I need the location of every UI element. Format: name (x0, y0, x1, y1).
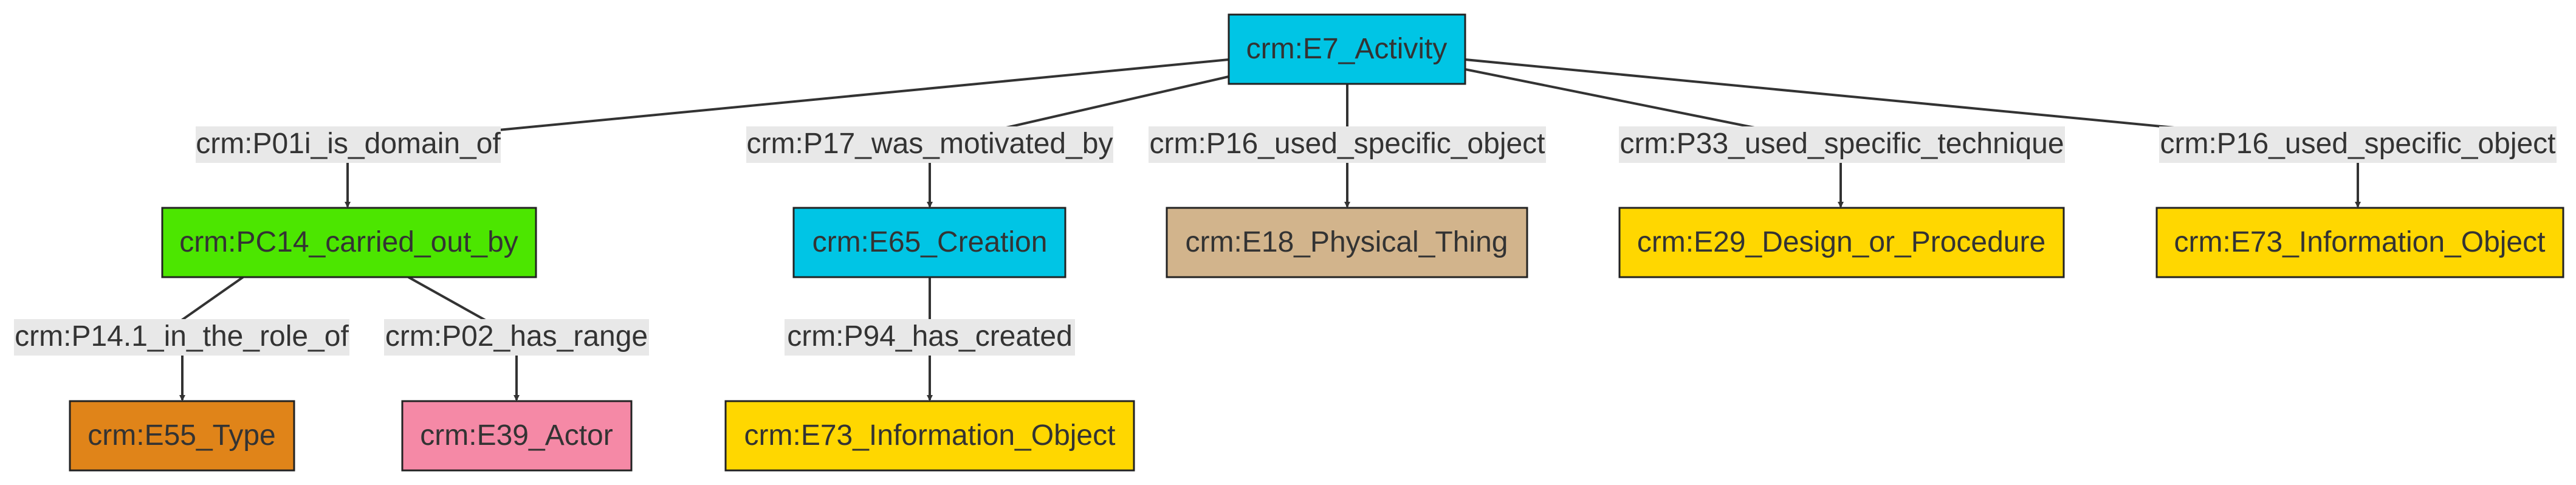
label-p14-1: crm:P14.1_in_the_role_of (15, 320, 349, 353)
node-type[interactable]: crm:E55_Type (69, 400, 295, 472)
node-creation[interactable]: crm:E65_Creation (792, 207, 1066, 278)
node-activity-label: crm:E7_Activity (1246, 33, 1448, 65)
label-p94: crm:P94_has_created (787, 320, 1073, 353)
node-pc14-label: crm:PC14_carried_out_by (179, 226, 518, 258)
node-physical-thing-label: crm:E18_Physical_Thing (1186, 226, 1508, 258)
label-p17: crm:P17_was_motivated_by (747, 128, 1113, 160)
label-p16a: crm:P16_used_specific_object (1149, 128, 1545, 160)
node-activity[interactable]: crm:E7_Activity (1228, 13, 1466, 85)
node-info-object-2-label: crm:E73_Information_Object (744, 419, 1116, 452)
node-info-object-2[interactable]: crm:E73_Information_Object (724, 400, 1135, 472)
node-pc14[interactable]: crm:PC14_carried_out_by (161, 207, 537, 278)
node-type-label: crm:E55_Type (88, 419, 275, 452)
node-actor-label: crm:E39_Actor (420, 419, 613, 452)
node-actor[interactable]: crm:E39_Actor (401, 400, 633, 472)
edge-labels: crm:P01i_is_domain_of crm:P17_was_motiva… (14, 126, 2557, 356)
node-design-label: crm:E29_Design_or_Procedure (1637, 226, 2045, 258)
node-physical-thing[interactable]: crm:E18_Physical_Thing (1166, 207, 1528, 278)
node-creation-label: crm:E65_Creation (812, 226, 1048, 258)
label-p02: crm:P02_has_range (385, 320, 648, 353)
node-design[interactable]: crm:E29_Design_or_Procedure (1618, 207, 2065, 278)
label-p33: crm:P33_used_specific_technique (1619, 128, 2064, 160)
label-p01i: crm:P01i_is_domain_of (196, 128, 501, 160)
node-info-object-1-label: crm:E73_Information_Object (2174, 226, 2546, 258)
node-info-object-1[interactable]: crm:E73_Information_Object (2155, 207, 2564, 278)
label-p16b: crm:P16_used_specific_object (2160, 128, 2555, 160)
